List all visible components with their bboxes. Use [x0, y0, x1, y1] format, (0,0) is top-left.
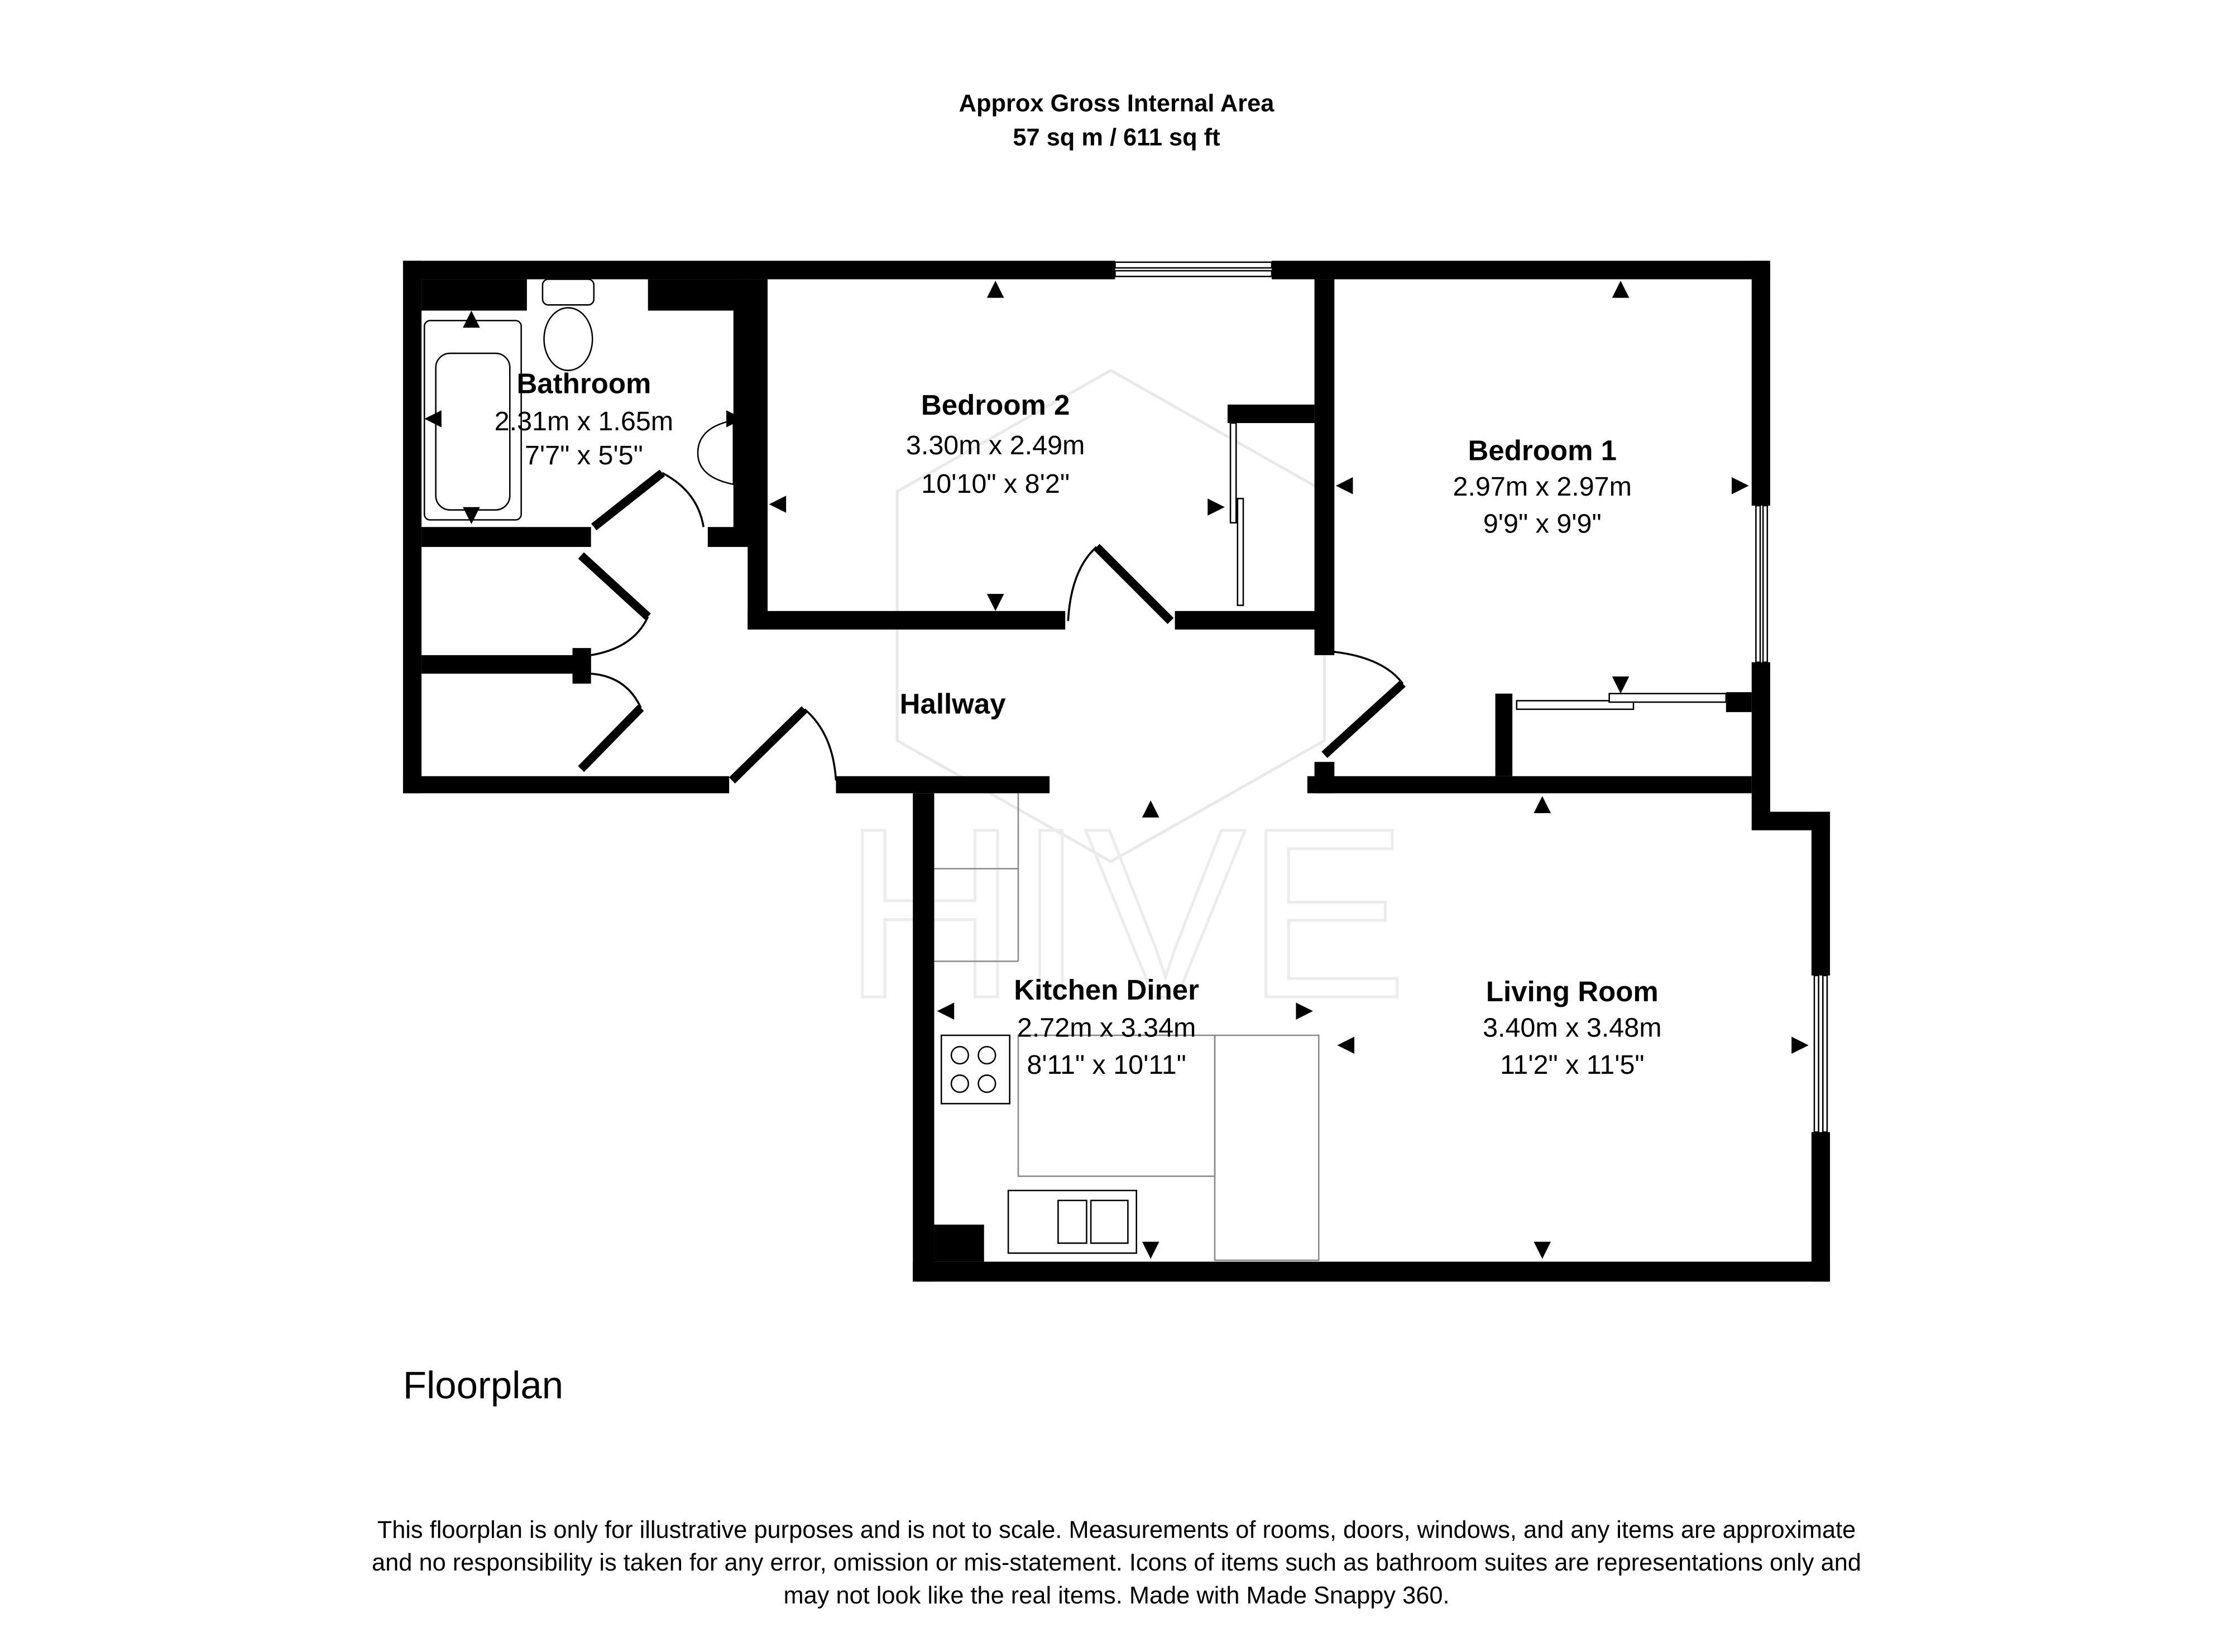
area-title: Approx Gross Internal Area: [959, 90, 1275, 117]
room-imperial: 10'10" x 8'2": [921, 469, 1070, 499]
room-imperial: 9'9" x 9'9": [1483, 508, 1602, 539]
room-metric: 2.31m x 1.65m: [495, 406, 673, 436]
windows: [1114, 261, 1828, 1133]
room-name: Kitchen Diner: [1014, 974, 1199, 1006]
walls: [402, 261, 1831, 1282]
kitchen-fixtures: [934, 793, 1320, 1261]
disclaimer-line-2: and no responsibility is taken for any e…: [372, 1549, 1861, 1576]
room-name: Living Room: [1486, 976, 1659, 1007]
room-kitchen-diner: Kitchen Diner 2.72m x 3.34m 8'11" x 10'1…: [1014, 974, 1199, 1080]
room-metric: 2.97m x 2.97m: [1453, 472, 1632, 502]
dimension-arrows: [424, 280, 1809, 1259]
watermark-logo: HIVE: [841, 368, 1409, 1050]
disclaimer-line-1: This floorplan is only for illustrative …: [377, 1517, 1856, 1544]
area-value: 57 sq m / 611 sq ft: [1013, 124, 1220, 151]
doors: [578, 469, 1406, 784]
bathroom-fixtures: [423, 278, 735, 521]
room-metric: 2.72m x 3.34m: [1017, 1013, 1196, 1043]
room-bathroom: Bathroom 2.31m x 1.65m 7'7" x 5'5": [495, 367, 673, 470]
room-name: Bedroom 1: [1468, 434, 1617, 466]
disclaimer-line-3: may not look like the real items. Made w…: [784, 1582, 1450, 1609]
svg-text:HIVE: HIVE: [842, 777, 1407, 1048]
room-name: Bedroom 2: [921, 389, 1070, 421]
room-bedroom-1: Bedroom 1 2.97m x 2.97m 9'9" x 9'9": [1453, 434, 1632, 539]
room-name: Hallway: [900, 688, 1007, 719]
room-hallway: Hallway: [900, 688, 1007, 719]
room-metric: 3.30m x 2.49m: [906, 430, 1085, 460]
floor-label: Floorplan: [403, 1364, 563, 1407]
room-imperial: 11'2" x 11'5": [1500, 1050, 1645, 1080]
room-name: Bathroom: [516, 367, 651, 399]
room-living-room: Living Room 3.40m x 3.48m 11'2" x 11'5": [1483, 976, 1661, 1080]
room-metric: 3.40m x 3.48m: [1483, 1013, 1661, 1043]
room-bedroom-2: Bedroom 2 3.30m x 2.49m 10'10" x 8'2": [906, 389, 1085, 499]
room-imperial: 8'11" x 10'11": [1027, 1050, 1186, 1080]
room-imperial: 7'7" x 5'5": [525, 440, 643, 470]
